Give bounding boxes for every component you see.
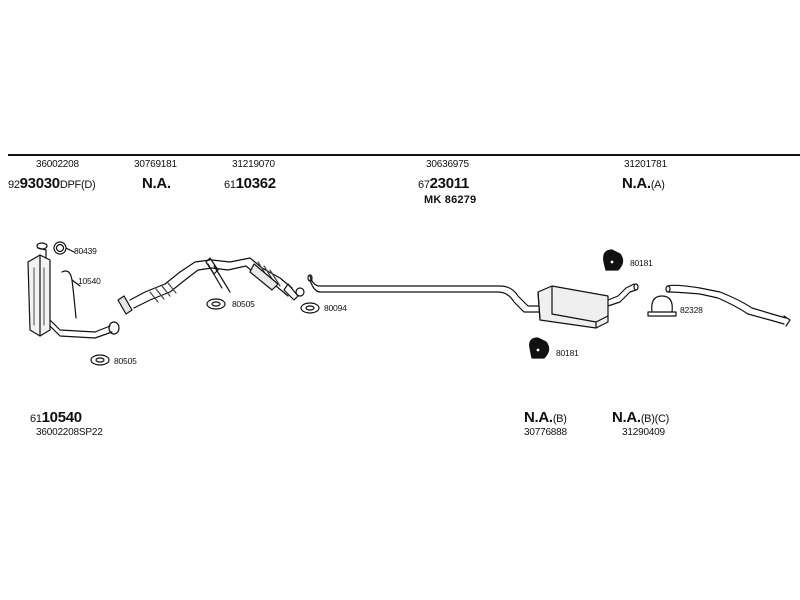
dpf-unit — [27, 242, 120, 339]
hanger-80181-top-drawing — [603, 249, 624, 271]
footer-mid-sub: 30776888 — [524, 427, 567, 438]
middle-prefix: 67 — [418, 179, 430, 191]
pipe2-prefix: 61 — [224, 179, 236, 191]
front-pipe-drawing — [117, 257, 231, 315]
callout-80181-top: 80181 — [630, 258, 653, 268]
footer-mid-main: N.A. — [524, 409, 553, 426]
callout-82328: 82328 — [680, 305, 703, 315]
tail-top-number: 31201781 — [624, 159, 667, 170]
pipe2-part-label: 6110362 — [224, 176, 276, 191]
dpf-prefix: 92 — [8, 179, 20, 191]
footer-left-sub: 36002208SP22 — [36, 427, 103, 438]
footer-right-part-label: N.A.(B)(C) — [612, 410, 669, 425]
callout-80181-bottom: 80181 — [556, 348, 579, 358]
footer-left-part-label: 6110540 — [30, 410, 82, 425]
tail-part-label: N.A.(A) — [622, 176, 665, 191]
pipe2-main-number: 10362 — [235, 175, 277, 192]
callout-80505-left: 80505 — [114, 356, 137, 366]
footer-right-main: N.A. — [612, 409, 641, 426]
footer-mid-part-label: N.A.(B) — [524, 410, 567, 425]
middle-part-label: 6723011 — [418, 176, 469, 191]
footer-left-prefix: 61 — [30, 413, 42, 425]
clamp-80439-drawing — [53, 241, 75, 255]
middle-pipe-silencer-drawing — [307, 274, 639, 329]
pipe1-top-number: 30769181 — [134, 159, 177, 170]
footer-mid-suffix: (B) — [552, 413, 567, 425]
middle-main-number: 23011 — [429, 175, 470, 192]
callout-80505-mid: 80505 — [232, 299, 255, 309]
gasket-80505-mid-drawing — [206, 298, 226, 310]
tail-pipe-drawing — [665, 284, 791, 327]
gasket-80505-left-drawing — [90, 354, 110, 366]
middle-top-number: 30636975 — [426, 159, 469, 170]
pipe1-main: N.A. — [142, 175, 171, 192]
callout-80439: 80439 — [74, 246, 97, 256]
tail-suffix: (A) — [650, 179, 665, 191]
callout-80094: 80094 — [324, 303, 347, 313]
footer-right-sub: 31290409 — [622, 427, 665, 438]
clamp-82328-drawing — [647, 295, 677, 317]
footer-right-suffix: (B)(C) — [640, 413, 669, 425]
intermediate-pipe-drawing — [211, 257, 305, 301]
pipe2-top-number: 31219070 — [232, 159, 275, 170]
hanger-80181-bottom-drawing — [529, 337, 550, 359]
callout-10540: 10540 — [78, 276, 101, 286]
tail-main: N.A. — [622, 175, 651, 192]
dpf-top-number: 36002208 — [36, 159, 79, 170]
dpf-main-number: 93030 — [19, 175, 61, 192]
header-rule — [8, 154, 800, 156]
dpf-part-label: 9293030DPF(D) — [8, 175, 96, 192]
middle-kit-number: MK 86279 — [424, 194, 477, 206]
gasket-80094-drawing — [300, 302, 320, 314]
footer-left-main: 10540 — [41, 409, 83, 426]
wire-10540-drawing — [61, 270, 81, 319]
dpf-suffix: DPF(D) — [59, 179, 96, 191]
